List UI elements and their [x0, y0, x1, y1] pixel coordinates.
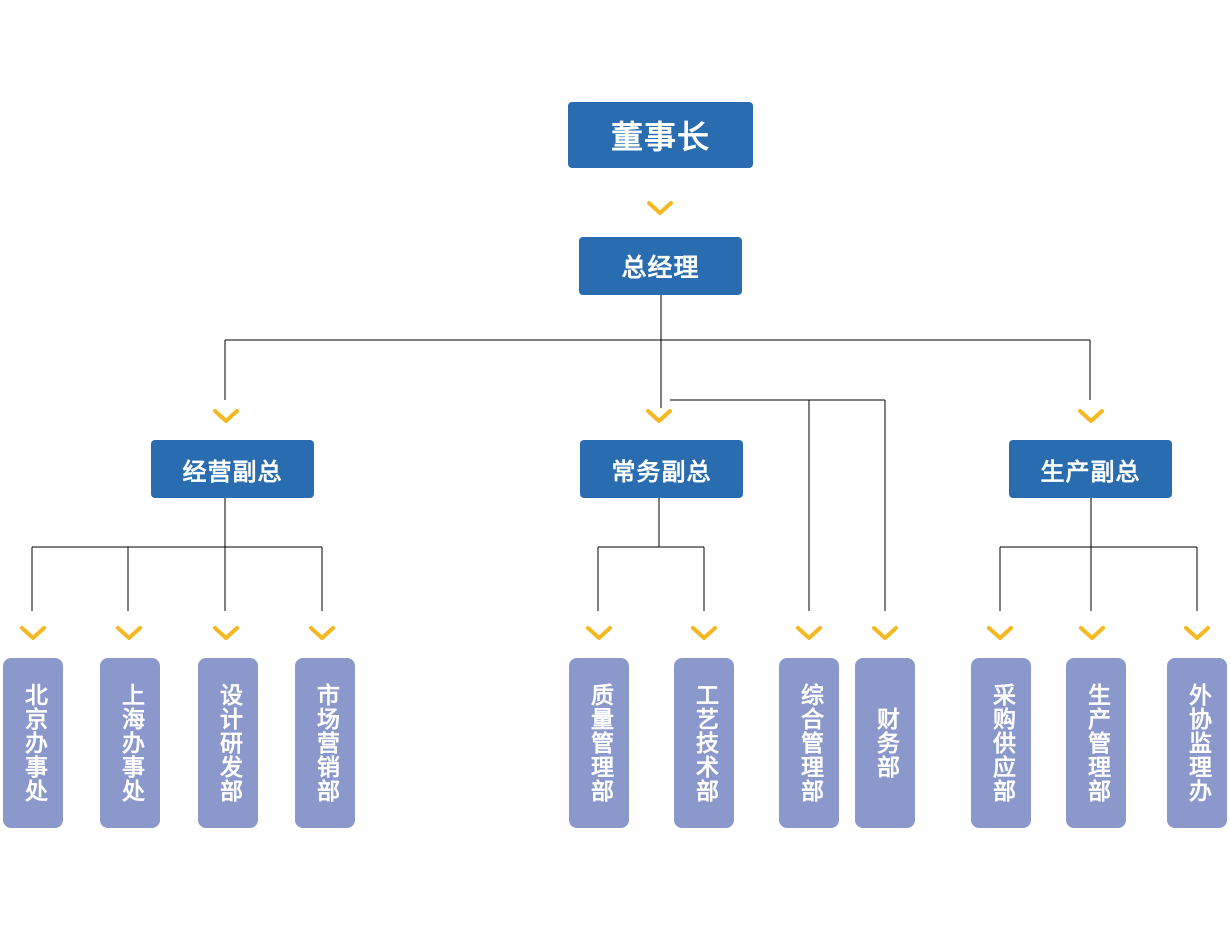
dept-production-mgmt: 生产管理部 — [1066, 658, 1126, 828]
chevron-down-icon — [796, 626, 822, 640]
general-manager-box: 总经理 — [579, 237, 742, 295]
dept-finance: 财务部 — [855, 658, 915, 828]
chevron-down-icon — [691, 626, 717, 640]
dept-label: 上海办事处 — [117, 683, 144, 803]
dept-design-rd: 设计研发部 — [198, 658, 258, 828]
chevron-down-icon — [213, 409, 239, 423]
vp-production-box: 生产副总 — [1009, 440, 1172, 498]
dept-label: 设计研发部 — [215, 683, 242, 803]
vp-production-label: 生产副总 — [1040, 457, 1141, 486]
dept-beijing-office: 北京办事处 — [3, 658, 63, 828]
chairman-box: 董事长 — [568, 102, 753, 168]
chevron-down-icon — [20, 626, 46, 640]
general-manager-label: 总经理 — [621, 253, 700, 282]
dept-label: 工艺技术部 — [691, 683, 718, 803]
vp-executive-label: 常务副总 — [611, 457, 712, 486]
dept-process-tech: 工艺技术部 — [674, 658, 734, 828]
dept-label: 生产管理部 — [1083, 683, 1110, 803]
chevron-down-icon — [987, 626, 1013, 640]
chevron-down-icon — [872, 626, 898, 640]
dept-outsourcing-supervision: 外协监理办 — [1167, 658, 1227, 828]
dept-marketing: 市场营销部 — [295, 658, 355, 828]
chevron-down-icon — [646, 409, 672, 423]
chevron-down-icon — [1079, 626, 1105, 640]
dept-quality: 质量管理部 — [569, 658, 629, 828]
dept-label: 采购供应部 — [988, 683, 1015, 803]
vp-sales-label: 经营副总 — [182, 457, 283, 486]
chevron-down-icon — [213, 626, 239, 640]
dept-label: 外协监理办 — [1184, 683, 1211, 803]
dept-shanghai-office: 上海办事处 — [100, 658, 160, 828]
chevron-down-icon — [647, 201, 673, 215]
dept-label: 市场营销部 — [312, 683, 339, 803]
chevron-down-icon — [1184, 626, 1210, 640]
chevron-down-icon — [116, 626, 142, 640]
chevron-down-icon — [309, 626, 335, 640]
dept-procurement: 采购供应部 — [971, 658, 1031, 828]
dept-label: 质量管理部 — [586, 683, 613, 803]
dept-label: 财务部 — [872, 707, 899, 779]
dept-label: 综合管理部 — [796, 683, 823, 803]
chevron-down-icon — [1078, 409, 1104, 423]
vp-sales-box: 经营副总 — [151, 440, 314, 498]
dept-label: 北京办事处 — [20, 683, 47, 803]
vp-executive-box: 常务副总 — [580, 440, 743, 498]
chairman-label: 董事长 — [610, 118, 710, 156]
dept-admin: 综合管理部 — [779, 658, 839, 828]
chevron-down-icon — [586, 626, 612, 640]
